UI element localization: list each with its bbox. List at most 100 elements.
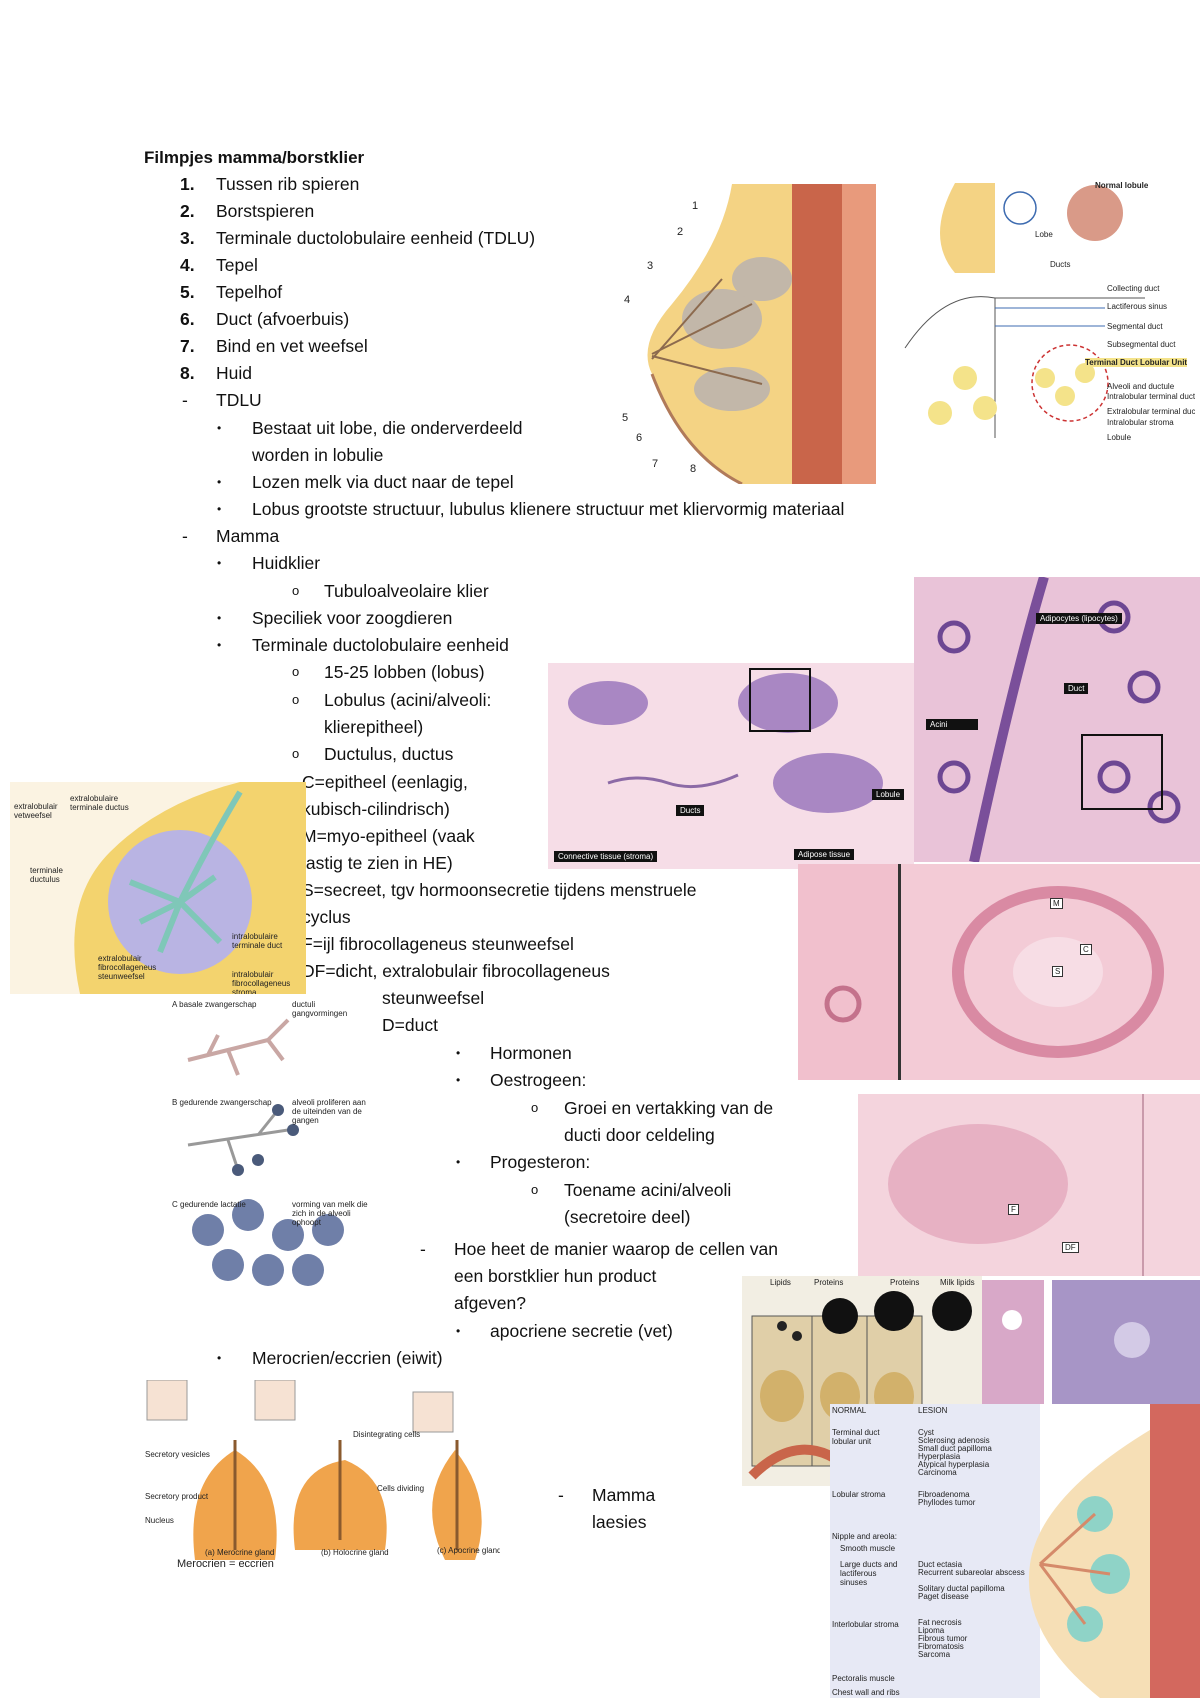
lesion-label: Large ducts and lactiferous sinuses [840, 1560, 898, 1587]
abbrev-s-cont: cyclus [302, 907, 351, 927]
bullet-circle: o [292, 746, 300, 761]
schematic-label: Intralobular terminal duct [1107, 392, 1195, 401]
lobule-drawing-illustration [10, 782, 306, 994]
bullet-dot: • [217, 421, 222, 435]
list-number: 5. [180, 282, 195, 302]
tdlu-bullet-2: Lozen melk via duct naar de tepel [252, 472, 514, 492]
stage-label: vorming van melk die zich in de alveoli … [292, 1200, 368, 1227]
bullet-dot: • [456, 1046, 461, 1060]
breast-lesions-illustration [830, 1404, 1200, 1698]
bullet-dot: • [217, 475, 222, 489]
schematic-label: Extralobular terminal duct [1107, 407, 1195, 416]
lesion-label: Sclerosing adenosis [918, 1436, 990, 1445]
lesion-label: Duct ectasia [918, 1560, 963, 1569]
list-item: Tussen rib spieren [216, 174, 360, 194]
mamma-sub-2: 15-25 lobben (lobus) [324, 662, 485, 682]
schematic-label: Segmental duct [1107, 322, 1163, 331]
oestrogen-effect-cont: ducti door celdeling [564, 1125, 715, 1145]
anatomy-label: 6 [636, 432, 643, 444]
stage-label: B gedurende zwangerschap [172, 1098, 272, 1107]
histo-label: Connective tissue (stroma) [554, 851, 658, 862]
schematic-label: Normal lobule [1095, 181, 1149, 190]
abbrev-m-cont: lastig te zien in HE) [302, 853, 453, 873]
laesies-line-1: Mamma [592, 1485, 656, 1505]
gland-label: Secretory vesicles [145, 1450, 210, 1459]
tdlu-schematic-figure: Normal lobule Lobe Ducts Collecting duct… [885, 178, 1195, 446]
histology-lobule-image [548, 663, 914, 869]
gland-types-illustration [145, 1380, 500, 1572]
answer-merocrine: Merocrien/eccrien (eiwit) [252, 1348, 443, 1368]
stage-label: A basale zwangerschap [172, 1000, 257, 1009]
histo-label: DF [1062, 1242, 1079, 1253]
lesion-label: Small duct papilloma [918, 1444, 992, 1453]
histology-detail-image [798, 864, 1200, 1080]
lesion-label: Interlobular stroma [832, 1620, 899, 1629]
gland-stages-illustration [168, 1000, 378, 1330]
question-line-1: Hoe heet de manier waarop de cellen van [454, 1239, 778, 1259]
anatomy-label: 2 [677, 226, 684, 238]
laesies-line-2: laesies [592, 1512, 647, 1532]
histo-label: M [1050, 898, 1063, 909]
schematic-label: Terminal Duct Lobular Unit [1085, 358, 1188, 367]
bullet-dot: • [456, 1073, 461, 1087]
dash-bullet: - [558, 1485, 564, 1505]
progesteron-effect: Toename acini/alveoli [564, 1180, 732, 1200]
histology-detail-figure: M C S [798, 864, 1200, 1080]
question-line-2: een borstklier hun product [454, 1266, 657, 1286]
lesion-label: Pectoralis muscle [832, 1674, 895, 1683]
schematic-label: Intralobular stroma [1107, 418, 1174, 427]
list-item: Terminale ductolobulaire eenheid (TDLU) [216, 228, 536, 248]
mamma-sub-1: Tubuloalveolaire klier [324, 581, 489, 601]
drawing-label: intralobulaire terminale duct [232, 932, 283, 950]
lesion-label: Lipoma [918, 1626, 945, 1635]
anatomy-label: 7 [652, 458, 659, 470]
gland-label: (c) Apocrine gland [437, 1546, 500, 1555]
oestrogen-effect: Groei en vertakking van de [564, 1098, 774, 1118]
histo-label: C [1080, 944, 1092, 955]
histology-secretory-image [982, 1280, 1200, 1416]
lesion-label: Fibrous tumor [918, 1634, 968, 1643]
list-item: Borstspieren [216, 201, 315, 221]
lesion-label: Terminal duct lobular unit [832, 1428, 880, 1446]
schematic-label: Collecting duct [1107, 284, 1160, 293]
histo-label: F [1008, 1204, 1019, 1215]
abbrev-d: D=duct [382, 1015, 438, 1035]
list-number: 8. [180, 363, 195, 383]
list-number: 2. [180, 201, 195, 221]
lesion-label: Sarcoma [918, 1650, 951, 1659]
breast-anatomy-figure: 1 2 3 4 5 6 7 8 [612, 184, 876, 484]
mamma-heading: Mamma [216, 526, 280, 546]
progesteron-effect-cont: (secretoire deel) [564, 1207, 691, 1227]
answer-apocrine: apocriene secretie (vet) [490, 1321, 673, 1341]
lesion-label: Atypical hyperplasia [918, 1460, 990, 1469]
histo-label: Duct [1064, 683, 1089, 694]
page-title: Filmpjes mamma/borstklier [144, 148, 365, 167]
lesion-label: Nipple and areola: [832, 1532, 897, 1541]
histo-label: S [1052, 966, 1064, 977]
oestrogen: Oestrogeen: [490, 1070, 587, 1090]
anatomy-label: 4 [624, 294, 631, 306]
lesion-label: Fat necrosis [918, 1618, 962, 1627]
list-item: Huid [216, 363, 252, 383]
tdlu-bullet-1: Bestaat uit lobe, die onderverdeeld [252, 418, 523, 438]
histo-label: Acini [926, 719, 978, 730]
schematic-label: Alveoli and ductule [1107, 382, 1175, 391]
abbrev-m: M=myo-epitheel (vaak [302, 826, 475, 846]
list-number: 7. [180, 336, 195, 356]
mamma-bullet-3: Terminale ductolobulaire eenheid [252, 635, 509, 655]
gland-label: (b) Holocrine gland [321, 1548, 389, 1557]
bullet-circle: o [292, 664, 300, 679]
bullet-circle: o [292, 692, 300, 707]
hormones: Hormonen [490, 1043, 572, 1063]
lesion-label: Lobular stroma [832, 1490, 886, 1499]
gland-label: (a) Merocrine gland [205, 1548, 275, 1557]
bullet-circle: o [292, 583, 300, 598]
drawing-label: extralobulair fibrocollageneus steunweef… [98, 954, 157, 981]
tdlu-heading: TDLU [216, 390, 262, 410]
stage-label: C gedurende lactatie [172, 1200, 246, 1209]
lesion-label: Recurrent subareolar abscess [918, 1568, 1025, 1577]
tdlu-schematic-illustration [904, 183, 1145, 438]
histology-acini-figure: Adipocytes (lipocytes) Duct Acini [914, 577, 1200, 862]
abbrev-c-cont: kubisch-cilindrisch) [302, 799, 450, 819]
bullet-dot: • [456, 1324, 461, 1338]
